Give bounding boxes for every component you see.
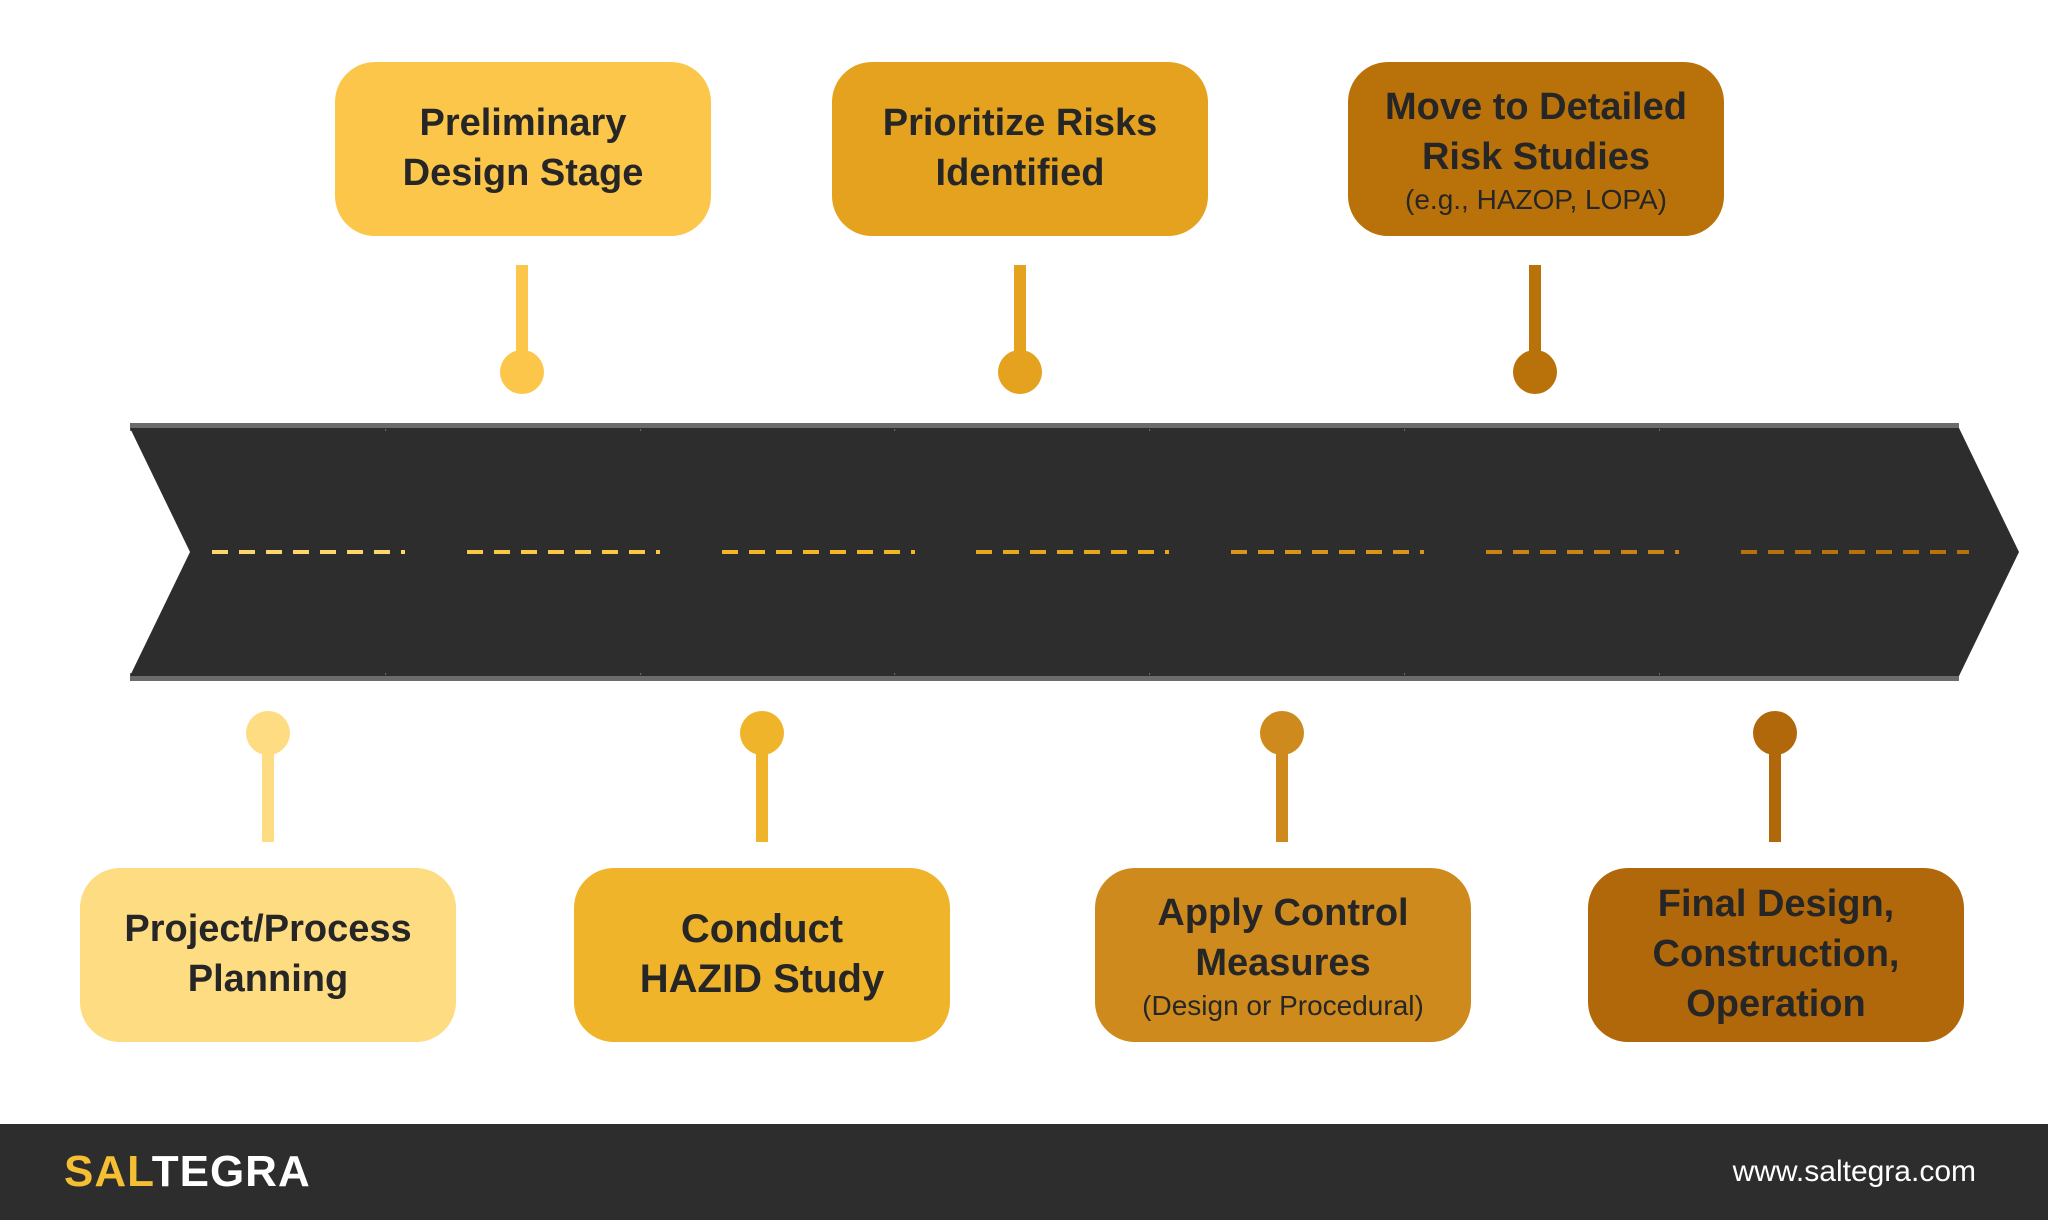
chevron-segment — [130, 428, 490, 676]
chevron-segment — [1659, 428, 2019, 676]
chevron-segment — [640, 428, 1000, 676]
step-title: Project/Process Planning — [124, 908, 412, 1000]
connectors — [246, 265, 1797, 842]
chevron-segment — [385, 428, 745, 676]
chevron-segment — [894, 428, 1254, 676]
process-diagram — [130, 265, 2019, 842]
chevron-edge-bottom — [1149, 673, 1449, 681]
step-title: Move to Detailed Risk Studies — [1385, 86, 1687, 178]
chevron-edge-bottom — [1404, 673, 1704, 681]
chevron-edge-top — [385, 423, 685, 431]
step-box-1: Project/Process Planning — [80, 868, 456, 1042]
step-box-4: Prioritize Risks Identified — [832, 62, 1208, 236]
chevron-edge-top — [130, 423, 430, 431]
connector-dot — [500, 350, 544, 394]
step-title: Prioritize Risks Identified — [882, 102, 1158, 194]
chevron-edge-top — [1659, 423, 1959, 431]
step-title: Final Design, Construction, Operation — [1652, 883, 1900, 1025]
chevron-edge-top — [640, 423, 940, 431]
chevron-edge-bottom — [130, 673, 430, 681]
chevron-segment — [1149, 428, 1509, 676]
step-box-6: Move to Detailed Risk Studies (e.g., HAZ… — [1348, 62, 1724, 236]
connector-dot — [246, 711, 290, 755]
logo-accent: SAL — [64, 1147, 152, 1196]
chevron-edge-top — [1404, 423, 1704, 431]
chevron-edge-bottom — [1659, 673, 1959, 681]
chevron-segment — [1404, 428, 1764, 676]
connector-dot — [1513, 350, 1557, 394]
chevron-edge-bottom — [640, 673, 940, 681]
connector-dot — [740, 711, 784, 755]
chevron-edge-bottom — [385, 673, 685, 681]
step-box-5: Apply Control Measures (Design or Proced… — [1095, 868, 1471, 1042]
step-title: Preliminary Design Stage — [402, 102, 644, 194]
chevron-band — [130, 423, 2019, 681]
step-box-3: Conduct HAZID Study — [574, 868, 950, 1042]
step-subtitle: (Design or Procedural) — [1142, 990, 1424, 1021]
step-box-7: Final Design, Construction, Operation — [1588, 868, 1964, 1042]
chevron-edge-top — [894, 423, 1194, 431]
saltegra-logo: SALTEGRA — [64, 1147, 311, 1197]
connector-dot — [998, 350, 1042, 394]
connector-dot — [1260, 711, 1304, 755]
footer-bar: SALTEGRA www.saltegra.com — [0, 1124, 2048, 1220]
connector-dot — [1753, 711, 1797, 755]
step-title: Conduct HAZID Study — [639, 907, 885, 1001]
logo-rest: TEGRA — [151, 1147, 311, 1196]
website-link[interactable]: www.saltegra.com — [1732, 1155, 1976, 1188]
step-box-2: Preliminary Design Stage — [335, 62, 711, 236]
chevron-edge-top — [1149, 423, 1449, 431]
chevron-edge-bottom — [894, 673, 1194, 681]
step-title: Apply Control Measures — [1157, 892, 1409, 984]
step-subtitle: (e.g., HAZOP, LOPA) — [1405, 184, 1667, 215]
